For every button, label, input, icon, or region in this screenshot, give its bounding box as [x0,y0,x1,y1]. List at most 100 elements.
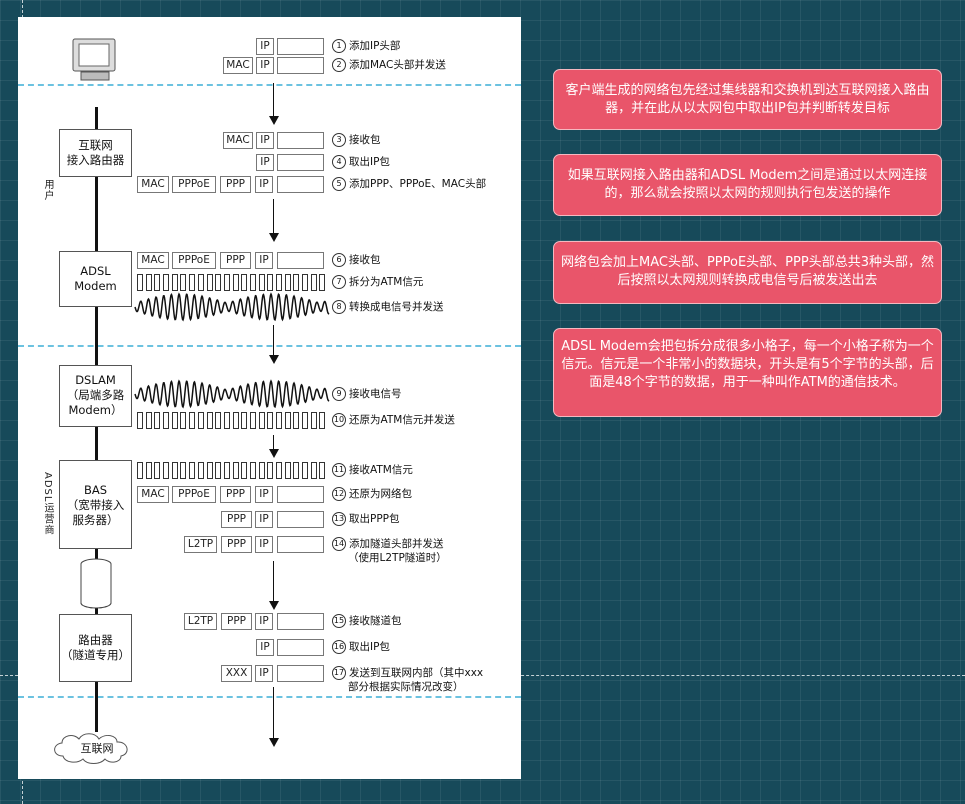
header-pppoe: PPPoE [172,176,216,193]
atm-cell [275,412,282,429]
computer-icon [72,38,116,81]
header-ip: IP [255,252,273,269]
atm-cell [258,412,265,429]
atm-cell [171,412,178,429]
atm-cell [223,412,230,429]
flow-arrow [273,325,274,357]
atm-cell [284,462,291,479]
note-1: 客户端生成的网络包先经过集线器和交换机到达互联网接入路由器，并在此从以太网包中取… [553,69,942,130]
atm-cell [215,274,222,291]
atm-cell [163,412,169,429]
payload-box [277,511,324,528]
atm-cell [206,412,213,429]
header-ip: IP [256,38,274,55]
zone-separator [18,345,521,347]
atm-cell [189,274,196,291]
header-ip: IP [256,154,274,171]
payload-box [277,252,324,269]
adsl-modem: ADSL Modem [59,251,132,307]
atm-cell [154,462,161,479]
trunk-line [95,608,98,614]
device-label: 互联网 [78,138,113,152]
header-mac: MAC [137,176,169,193]
header-pppoe: PPPoE [172,252,216,269]
atm-cell [223,274,230,291]
header-mac: MAC [137,486,169,503]
note-2: 如果互联网接入路由器和ADSL Modem之间是通过以太网连接的，那么就会按照以… [553,154,942,216]
flow-arrow-head [269,355,279,364]
trunk-line [95,682,98,732]
atm-cell [197,462,204,479]
atm-cell [180,462,187,479]
dslam: DSLAM （局端多路 Modem） [59,365,132,427]
header-ppp: PPP [220,176,251,193]
header-ppp: PPP [220,486,251,503]
atm-cell [137,274,143,291]
header-mac: MAC [223,57,253,74]
device-label: （局端多路 [66,388,125,402]
header-ppp: PPP [221,613,252,630]
zone-label-user: 用户 [42,179,53,201]
atm-cell [171,274,178,291]
atm-cell [197,412,204,429]
atm-cell [302,274,308,291]
atm-cell [189,412,196,429]
device-label: BAS [83,483,108,497]
zone-separator [18,84,521,86]
trunk-line [95,307,98,365]
atm-cell [145,412,152,429]
zone-label-operator: ADSL运营商 [42,472,53,536]
atm-cell [241,412,248,429]
atm-cell [163,274,169,291]
atm-cell [232,274,239,291]
payload-box [277,57,324,74]
trunk-line [95,427,98,460]
device-label: 路由器 [78,633,113,647]
atm-cell [293,274,300,291]
atm-cell [145,274,152,291]
atm-cell [302,412,308,429]
header-ppp: PPP [221,511,252,528]
atm-cell [319,462,326,479]
device-label: DSLAM [75,373,116,387]
header-l2tp: L2TP [184,536,217,553]
atm-cell [197,274,204,291]
payload-box [277,613,324,630]
electric-signal-wave [134,379,330,409]
payload-box [277,154,324,171]
atm-cell [145,462,152,479]
flow-arrow-head [269,233,279,242]
internet-access-router: 互联网 接入路由器 [59,129,132,177]
device-label: （宽带接入 [66,498,125,512]
atm-cell [232,412,239,429]
atm-cell [302,462,308,479]
payload-box [277,639,324,656]
atm-cell [215,412,222,429]
atm-cell [319,412,326,429]
atm-cell [275,274,282,291]
flow-arrow [273,83,274,118]
atm-cell [284,274,291,291]
flow-arrow-head [269,449,279,458]
trunk-line [95,177,98,251]
header-ip: IP [256,639,274,656]
atm-cell [180,274,187,291]
cloud-icon [54,733,128,764]
note-3: 网络包会加上MAC头部、PPPoE头部、PPP头部总共3种头部，然后按照以太网规… [553,241,942,304]
atm-cells [137,462,328,479]
diagram-panel: 互联网 接入路由器 ADSL Modem DSLAM （局端多路 Modem） … [18,17,521,779]
atm-cell [319,274,326,291]
header-ip: IP [255,511,273,528]
electric-signal-wave [134,292,330,322]
